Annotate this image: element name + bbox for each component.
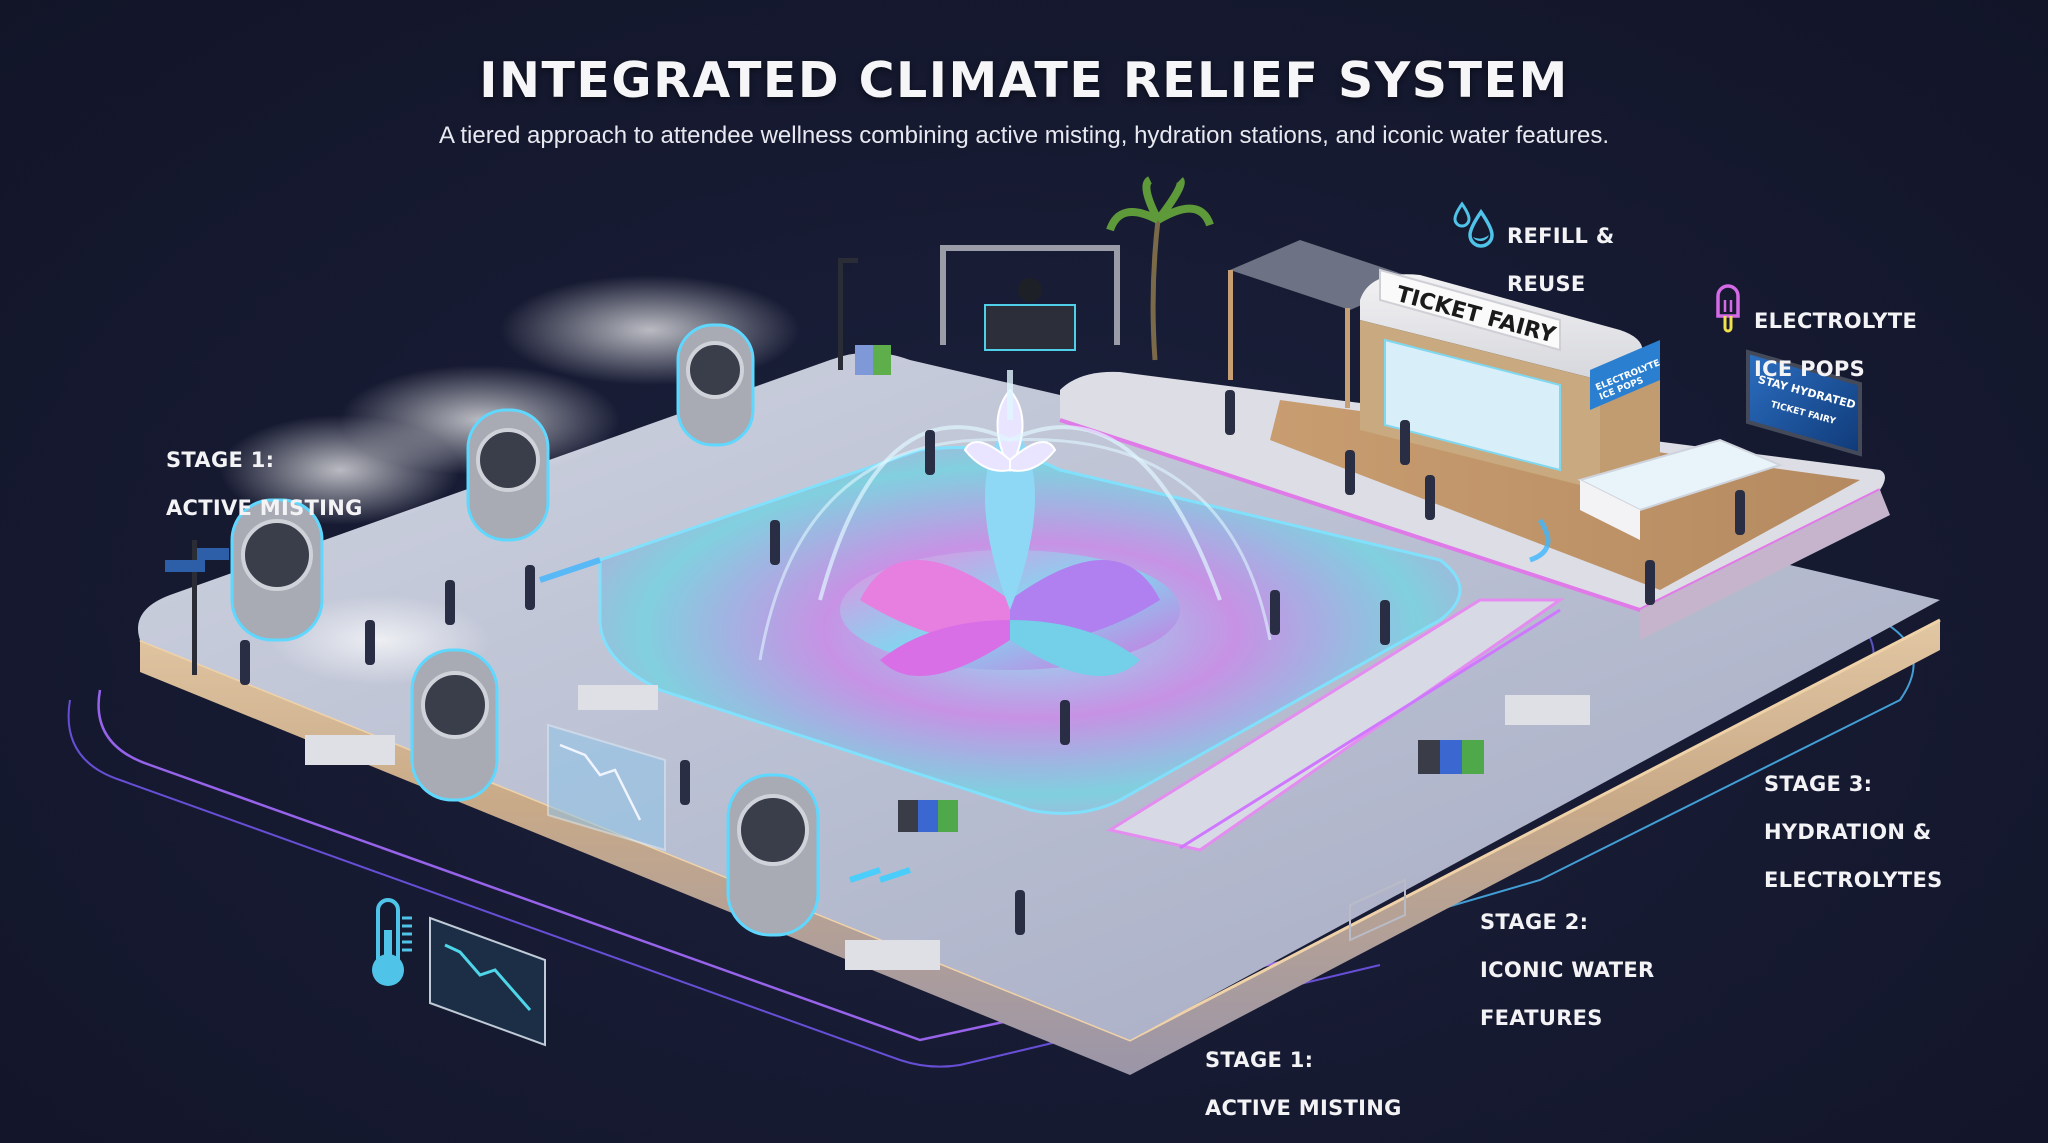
- lotus-fountain: [758, 370, 1272, 676]
- stay-hydrated-screen: [1746, 349, 1862, 457]
- page-title: INTEGRATED CLIMATE RELIEF SYSTEM: [479, 52, 1569, 109]
- stage3-line3: ELECTROLYTES: [1764, 868, 1943, 892]
- attendee-figures: [240, 390, 1745, 935]
- stage1-bottom-line1: STAGE 1:: [1205, 1048, 1314, 1072]
- callout-stage1-top: STAGE 1: ACTIVE MISTING: [166, 424, 363, 544]
- stage2-line1: STAGE 2:: [1480, 910, 1589, 934]
- water-drops-icon: [1452, 200, 1496, 255]
- stage2-line3: FEATURES: [1480, 1006, 1603, 1030]
- stage1-top-line1: STAGE 1:: [166, 448, 275, 472]
- palm-tree: [1106, 176, 1214, 361]
- callout-ice-pops-line1: ELECTROLYTE: [1754, 309, 1918, 333]
- callout-refill-line2: REUSE: [1507, 272, 1586, 296]
- callout-ice-pops-line2: ICE POPS: [1754, 357, 1866, 381]
- callout-stage2: STAGE 2: ICONIC WATER FEATURES: [1480, 886, 1654, 1054]
- stage3-line1: STAGE 3:: [1764, 772, 1873, 796]
- callout-refill-line1: REFILL &: [1507, 224, 1615, 248]
- stage1-bottom-line2: ACTIVE MISTING: [1205, 1096, 1402, 1120]
- hydration-kiosk: [1360, 268, 1660, 490]
- callout-stage1-bottom: STAGE 1: ACTIVE MISTING: [1205, 1024, 1402, 1143]
- stage1-top-line2: ACTIVE MISTING: [166, 496, 363, 520]
- temperature-drop-chart-icon: [429, 916, 546, 1047]
- misting-fan: [230, 498, 324, 642]
- thermometer-icon: [372, 898, 412, 986]
- ice-pop-icon: [1714, 282, 1742, 339]
- recycling-bins: [855, 345, 1484, 832]
- callout-stage3: STAGE 3: HYDRATION & ELECTROLYTES: [1764, 748, 1943, 916]
- callout-electrolyte-ice-pops: ELECTROLYTE ICE POPS: [1754, 285, 1917, 405]
- stage3-line2: HYDRATION &: [1764, 820, 1932, 844]
- page-subtitle: A tiered approach to attendee wellness c…: [439, 122, 1609, 149]
- callout-refill-reuse: REFILL & REUSE: [1507, 200, 1614, 320]
- stage2-line2: ICONIC WATER: [1480, 958, 1655, 982]
- dj-stage: [940, 245, 1120, 351]
